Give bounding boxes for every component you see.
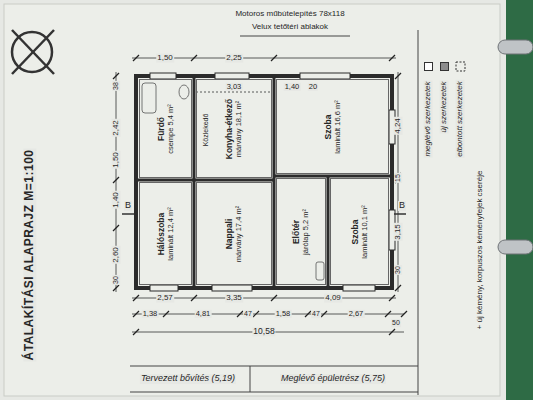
legend-text: elbontott szerkezetek <box>456 80 465 158</box>
room-area: laminált 12,4 m² <box>166 185 175 282</box>
room-name: Hálószoba <box>156 185 166 282</box>
room: Hálószobalaminált 12,4 m² <box>139 182 192 285</box>
room-area: laminált 16,6 m² <box>333 82 342 171</box>
note: Motoros műbútelepítés 78x118 <box>234 10 345 19</box>
note: B <box>124 201 132 211</box>
plan-title: ÁTALAKÍTÁSI ALAPRAJZ M=1:100 <box>23 148 36 361</box>
dimension: 2,60 <box>112 246 121 264</box>
room-name: Konyha-étkező <box>225 82 235 175</box>
legend-text: meglévő szerkezetek <box>424 80 433 157</box>
room-name: Szoba <box>323 82 333 171</box>
room-label: Hálószobalaminált 12,4 m² <box>156 185 174 282</box>
dimension: 1,50 <box>112 151 121 169</box>
dimension: 2,57 <box>156 294 174 303</box>
note: Velux tetőtéri ablakok <box>251 23 329 32</box>
dimension: 3,15 <box>394 223 403 241</box>
note: B <box>398 201 406 211</box>
dimension: 47 <box>243 310 253 318</box>
room: Előtérjárólap 5,2 m² <box>276 178 326 285</box>
dimension: 30 <box>112 275 120 285</box>
dimension: 38 <box>112 81 120 91</box>
legend-text: új szerkezetek <box>440 80 449 133</box>
room: Fürdőcsempe 5,4 m² <box>139 79 192 178</box>
room-area: márvány 17,4 m² <box>235 185 244 282</box>
dimension: 1,38 <box>142 310 159 318</box>
legend-swatch <box>424 62 433 71</box>
room-label: Szobalaminált 16,6 m² <box>323 82 341 171</box>
dimension: 30 <box>394 265 402 275</box>
caption-text: Meglévő épületrész (5,75) <box>280 374 386 384</box>
note: + új kémény, korpuszos kéményfejek cseré… <box>476 170 485 331</box>
room: Szobalaminált 16,6 m² <box>276 79 389 174</box>
dimension: 10,58 <box>252 327 275 336</box>
dimension: 3,35 <box>225 294 243 303</box>
dimension: 1,40 <box>284 83 301 91</box>
note: Közlekedő <box>202 113 210 148</box>
dimension: 1,40 <box>112 191 121 209</box>
dimension: 15 <box>394 173 402 183</box>
dimension: 47 <box>311 310 321 318</box>
room: Szobalaminált 10,1 m² <box>330 178 389 285</box>
room: Nappalimárvány 17,4 m² <box>196 182 272 285</box>
caption-text: Tervezett bővítés (5,19) <box>140 374 236 384</box>
room-name: Szoba <box>350 181 360 282</box>
room-area: járólap 5,2 m² <box>302 181 311 282</box>
room-label: Fürdőcsempe 5,4 m² <box>156 82 174 175</box>
dimension: 4,09 <box>324 294 342 303</box>
dimension: 2,67 <box>348 310 365 318</box>
room-label: Szobalaminált 10,1 m² <box>350 181 368 282</box>
room-area: csempe 5,4 m² <box>166 82 175 175</box>
legend-swatch <box>440 62 449 71</box>
dimension: 3,03 <box>226 83 243 91</box>
dimension: 20 <box>308 83 318 91</box>
dimension: 4,81 <box>195 310 212 318</box>
room-label: Konyha-étkezőmárvány 18,1 m² <box>225 82 243 175</box>
dimension: 50 <box>391 319 401 327</box>
dimension: 2,42 <box>112 119 121 137</box>
room-name: Előtér <box>292 181 302 282</box>
dimension: 1,58 <box>275 310 292 318</box>
room-name: Fürdő <box>156 82 166 175</box>
dimension: 4,24 <box>394 117 403 135</box>
room-name: Nappali <box>225 185 235 282</box>
dimension: 2,25 <box>225 54 243 63</box>
room-label: Nappalimárvány 17,4 m² <box>225 185 243 282</box>
dimension: 1,50 <box>156 54 174 63</box>
room-label: Előtérjárólap 5,2 m² <box>292 181 310 282</box>
room-area: laminált 10,1 m² <box>360 181 369 282</box>
room-area: márvány 18,1 m² <box>235 82 244 175</box>
